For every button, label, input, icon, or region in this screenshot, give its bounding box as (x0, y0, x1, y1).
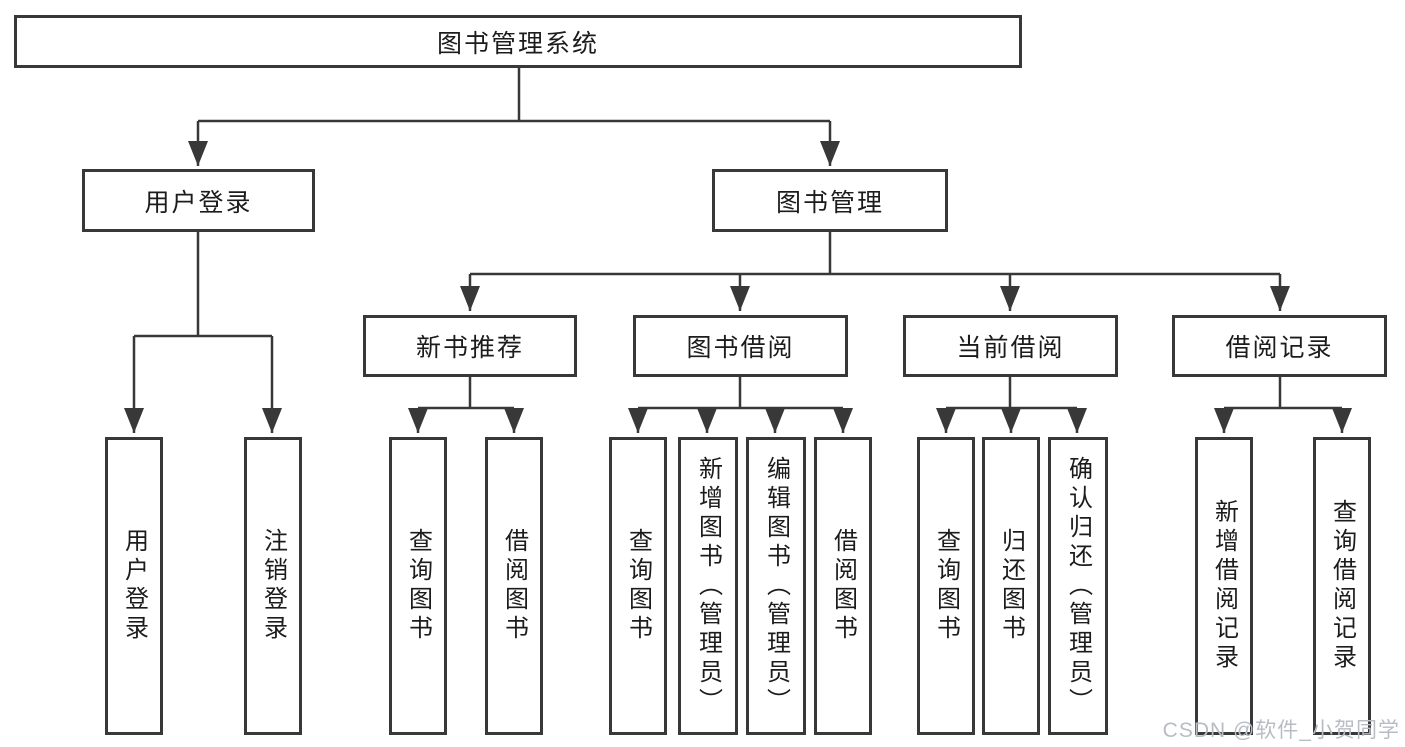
leaf-query-books-recommend: 查询图书 (389, 437, 447, 735)
leaf-logout-label: 注销登录 (259, 528, 287, 644)
leaf-query-books-recommend-label: 查询图书 (404, 528, 432, 644)
leaf-query-books-borrow: 查询图书 (609, 437, 667, 735)
node-borrow-records: 借阅记录 (1172, 315, 1387, 377)
leaf-return-books: 归还图书 (982, 437, 1040, 735)
node-new-book-recommend: 新书推荐 (363, 315, 577, 377)
leaf-user-login-label: 用户登录 (120, 528, 148, 644)
leaf-confirm-return-admin-label: 确认归还（管理员） (1064, 455, 1092, 717)
leaf-borrow-books: 借阅图书 (814, 437, 872, 735)
leaf-borrow-books-label: 借阅图书 (829, 528, 857, 644)
node-book-management: 图书管理 (712, 169, 948, 232)
node-book-borrow: 图书借阅 (633, 315, 848, 377)
leaf-edit-books-admin: 编辑图书（管理员） (746, 437, 806, 735)
leaf-query-books-current-label: 查询图书 (932, 528, 960, 644)
node-root-library-system: 图书管理系统 (14, 15, 1022, 68)
node-book-borrow-label: 图书借阅 (686, 334, 795, 362)
leaf-query-books-current: 查询图书 (917, 437, 975, 735)
node-current-borrow-label: 当前借阅 (956, 334, 1065, 362)
leaf-user-login: 用户登录 (105, 437, 163, 735)
leaf-add-books-admin: 新增图书（管理员） (678, 437, 738, 735)
leaf-borrow-books-recommend-label: 借阅图书 (500, 528, 528, 644)
leaf-confirm-return-admin: 确认归还（管理员） (1048, 437, 1108, 735)
node-user-login-label: 用户登录 (144, 188, 253, 217)
leaf-borrow-books-recommend: 借阅图书 (485, 437, 543, 735)
node-borrow-records-label: 借阅记录 (1225, 334, 1334, 362)
leaf-edit-books-admin-label: 编辑图书（管理员） (762, 455, 790, 717)
leaf-add-borrow-record: 新增借阅记录 (1195, 437, 1253, 735)
node-book-management-label: 图书管理 (775, 188, 884, 217)
node-current-borrow: 当前借阅 (903, 315, 1118, 377)
node-user-login: 用户登录 (82, 169, 315, 232)
node-root-label: 图书管理系统 (436, 29, 599, 58)
leaf-query-books-borrow-label: 查询图书 (624, 528, 652, 644)
leaf-add-borrow-record-label: 新增借阅记录 (1210, 499, 1238, 673)
leaf-query-borrow-record-label: 查询借阅记录 (1328, 499, 1356, 673)
leaf-query-borrow-record: 查询借阅记录 (1313, 437, 1371, 735)
node-new-book-recommend-label: 新书推荐 (415, 334, 524, 362)
connector-lines (134, 68, 1342, 410)
leaf-add-books-admin-label: 新增图书（管理员） (694, 455, 722, 717)
leaf-return-books-label: 归还图书 (997, 528, 1025, 644)
leaf-logout: 注销登录 (244, 437, 302, 735)
csdn-watermark: CSDN @软件_小贺同学 (1162, 719, 1400, 742)
